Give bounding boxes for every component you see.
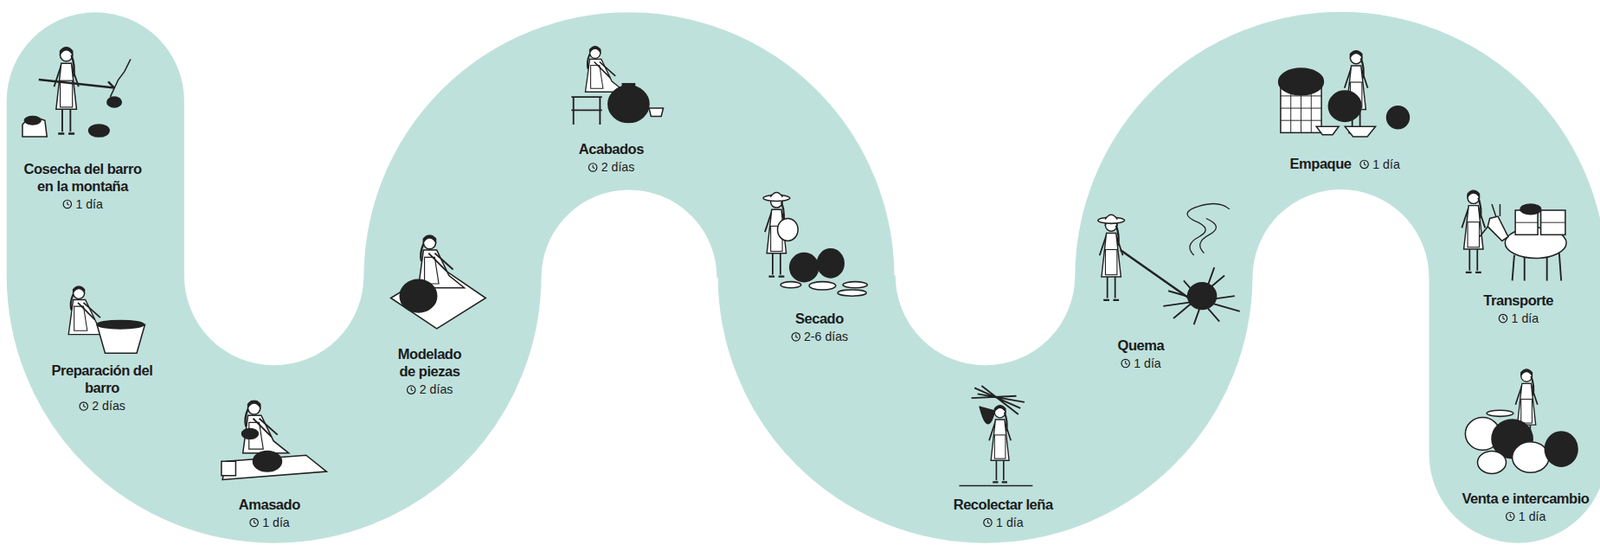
step-duration: 1 día — [1518, 509, 1546, 525]
clock-icon — [1120, 358, 1131, 369]
step-duration: 1 día — [75, 197, 103, 213]
clock-icon — [790, 331, 802, 342]
duration-row: 1 día — [212, 515, 326, 531]
clock-icon — [1505, 511, 1517, 522]
process-step: Cosecha del barro en la montaña 1 día — [21, 160, 145, 212]
step-duration: 2 días — [91, 398, 126, 414]
process-step: Venta e intercambio1 día — [1444, 489, 1600, 524]
step-duration: 1 día — [1133, 356, 1161, 372]
duration-row: 1 día — [1444, 509, 1600, 525]
duration-row: 1 día — [1359, 156, 1401, 172]
duration-row: 1 día — [1462, 311, 1575, 327]
step-name: Modelado de piezas — [388, 346, 470, 381]
duration-row: 2 días — [51, 398, 154, 414]
step-duration: 1 día — [1372, 156, 1400, 172]
process-step: Preparación del barro2 días — [51, 362, 154, 414]
process-step: Secado2-6 días — [768, 310, 871, 345]
clock-icon — [62, 199, 73, 210]
duration-row: 1 día — [21, 197, 145, 213]
step-name: Acabados — [554, 141, 668, 159]
step-duration: 2-6 días — [803, 329, 849, 345]
clock-icon — [587, 162, 598, 174]
step-name: Preparación del barro — [51, 362, 154, 398]
step-duration: 2 días — [601, 160, 636, 175]
duration-row: 2 días — [388, 382, 470, 398]
duration-row: 2 días — [554, 160, 668, 175]
process-step: Recolectar leña1 día — [937, 495, 1070, 530]
clock-icon — [1497, 313, 1509, 324]
step-name: Secado — [768, 310, 871, 328]
step-name: Venta e intercambio — [1444, 489, 1600, 508]
step-illustrations — [22, 46, 1578, 487]
step-duration: 1 día — [262, 515, 290, 531]
process-step: Amasado1 día — [212, 495, 326, 530]
clock-icon — [78, 401, 90, 412]
step-name: Transporte — [1462, 291, 1575, 309]
step-name: Recolectar leña — [937, 495, 1070, 514]
process-step: Quema 1 día — [1089, 336, 1192, 371]
duration-row: 1 día — [937, 515, 1070, 531]
step-duration: 1 día — [995, 515, 1023, 531]
process-step: Modelado de piezas2 días — [388, 346, 470, 398]
clock-icon — [249, 517, 260, 528]
duration-row: 1 día — [1089, 356, 1192, 372]
clock-icon — [1359, 158, 1370, 169]
duration-row: 2-6 días — [768, 329, 871, 345]
process-step: Acabados2 días — [554, 141, 668, 175]
step-name: Empaque — [1290, 154, 1352, 173]
clock-icon — [405, 385, 417, 396]
step-name: Cosecha del barro en la montaña — [21, 160, 145, 195]
step-name: Amasado — [212, 495, 326, 514]
serpentine-band — [95, 100, 1518, 455]
process-step: Transporte 1 día — [1462, 291, 1575, 326]
step-duration: 1 día — [1511, 311, 1539, 327]
process-step: Empaque 1 día — [1290, 154, 1401, 173]
step-name: Quema — [1089, 336, 1192, 354]
step-duration: 2 días — [419, 382, 454, 398]
clock-icon — [983, 517, 994, 528]
